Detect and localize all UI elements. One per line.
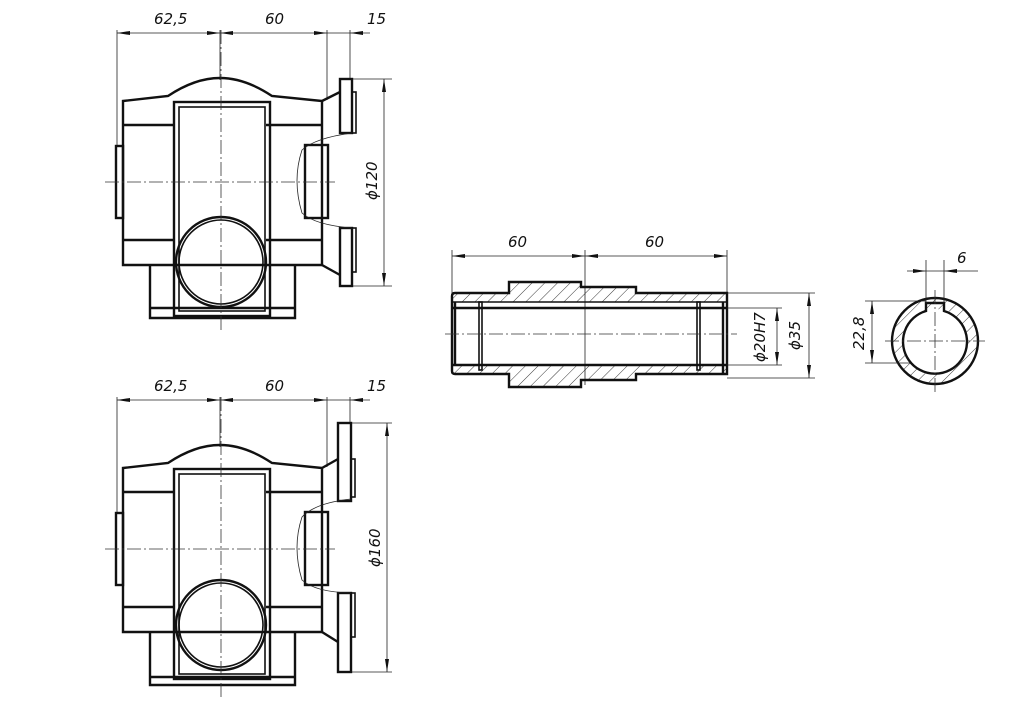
dimension-top-lengths: 62,5 60 15 xyxy=(116,10,386,145)
flange-lower xyxy=(338,226,354,288)
dim-label-15: 15 xyxy=(367,377,386,395)
dim-label-60: 60 xyxy=(265,377,284,395)
dim-label-phi20h7: ϕ20H7 xyxy=(751,312,769,362)
gearbox-view-bottom: 62,5 60 15 ϕ160 xyxy=(105,377,392,697)
flange-lower xyxy=(336,591,353,674)
housing-outline xyxy=(121,443,324,634)
housing-base xyxy=(148,265,297,320)
inner-frame-outer xyxy=(172,467,272,681)
dim-label-62-5: 62,5 xyxy=(154,10,187,28)
flange-upper xyxy=(336,421,353,503)
dim-label-22-8: 22,8 xyxy=(850,317,868,350)
dim-label-6: 6 xyxy=(957,249,967,267)
dimension-keyway: 6 22,8 xyxy=(850,249,978,364)
groove-right xyxy=(696,301,701,371)
groove-left xyxy=(478,301,483,371)
dimension-shaft-lengths: 60 60 xyxy=(451,233,728,385)
dim-label-phi120: ϕ120 xyxy=(363,161,381,200)
input-shaft-boss xyxy=(303,143,330,220)
flange-contour xyxy=(296,132,353,229)
input-shaft-boss xyxy=(303,510,330,587)
dimension-bottom-lengths: 62,5 60 15 xyxy=(116,377,386,512)
dim-label-60: 60 xyxy=(265,10,284,28)
hollow-shaft-cross-section: 6 22,8 xyxy=(850,249,985,392)
gearbox-view-top: 62,5 60 15 ϕ120 xyxy=(105,10,392,330)
inner-frame-inner xyxy=(178,473,266,675)
dim-label-62-5: 62,5 xyxy=(154,377,187,395)
flange-contour xyxy=(296,498,352,594)
flange-upper xyxy=(338,77,354,135)
dim-label-15: 15 xyxy=(367,10,386,28)
dimension-shaft-diameters: ϕ20H7 ϕ35 xyxy=(727,292,815,379)
dim-label-60-left: 60 xyxy=(508,233,527,251)
inner-frame-inner xyxy=(178,106,266,312)
dim-label-phi35: ϕ35 xyxy=(786,321,804,350)
dim-label-phi160: ϕ160 xyxy=(366,528,384,567)
dimension-flange-diameter: ϕ120 xyxy=(351,78,392,287)
shaft-outline xyxy=(450,280,729,389)
hollow-shaft-section: 60 60 ϕ20H7 ϕ35 xyxy=(445,233,815,389)
dimension-flange-diameter: ϕ160 xyxy=(351,422,392,673)
housing-outline xyxy=(121,76,324,267)
bore-with-keyway xyxy=(901,301,969,375)
inner-frame-outer xyxy=(172,100,272,318)
dim-label-60-right: 60 xyxy=(645,233,664,251)
housing-base xyxy=(148,632,297,687)
